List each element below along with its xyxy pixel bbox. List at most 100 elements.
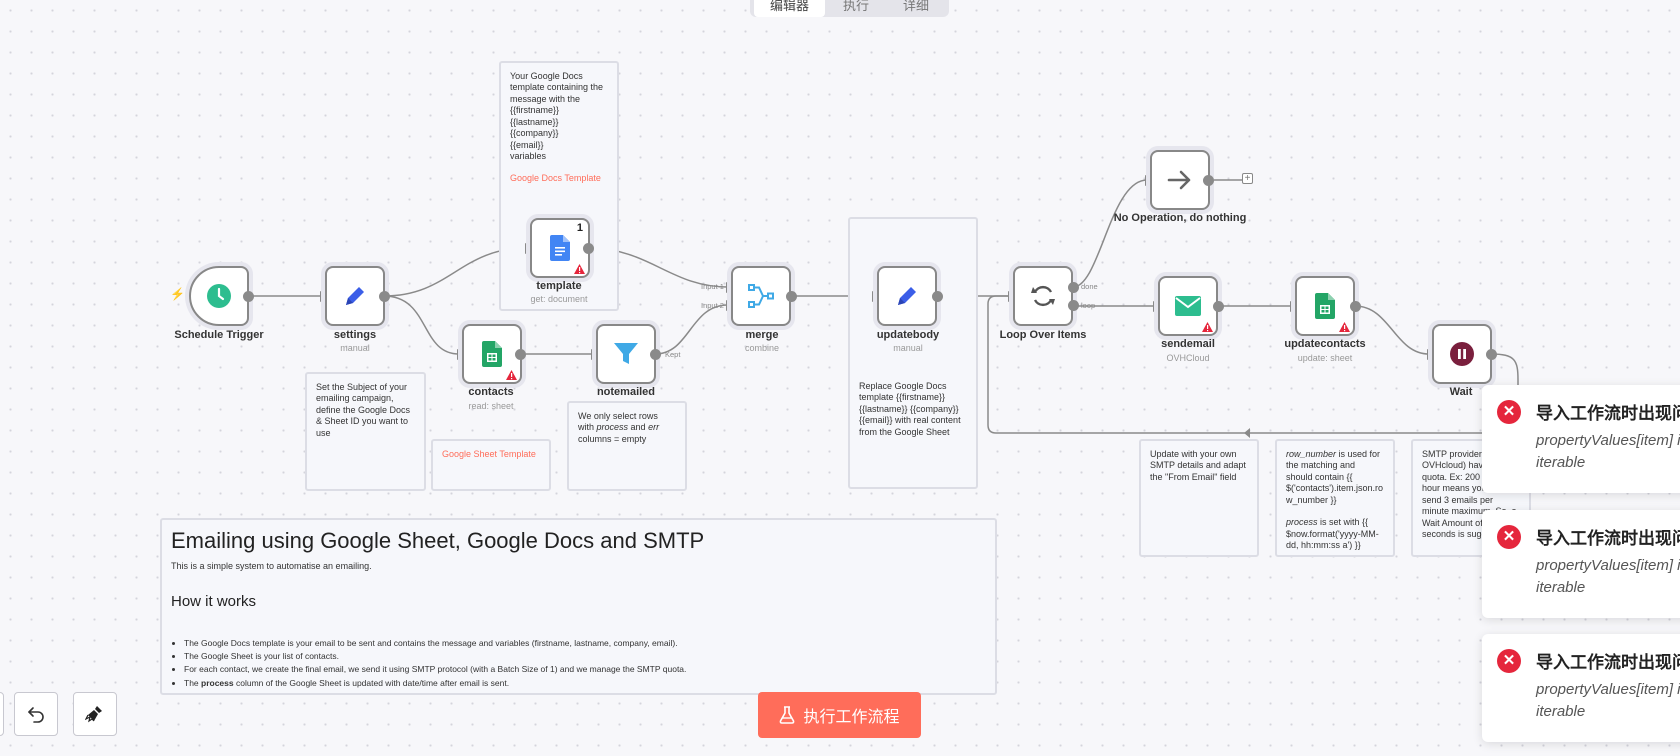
execution-count-badge: 1: [576, 222, 583, 234]
port-label-input1: Input 1: [701, 282, 724, 291]
warning-icon: [574, 264, 585, 274]
input-port[interactable]: [726, 300, 732, 311]
tab-details[interactable]: 详细: [903, 0, 930, 13]
node-merge[interactable]: [731, 266, 791, 326]
node-label: merge: [745, 329, 779, 341]
output-port[interactable]: [583, 243, 594, 254]
output-port[interactable]: [1350, 301, 1361, 312]
output-port[interactable]: [1486, 349, 1497, 360]
input-port[interactable]: [1145, 175, 1151, 186]
node-label: sendemail: [1161, 338, 1215, 350]
output-port-done[interactable]: [1068, 282, 1079, 293]
canvas-controls-edge[interactable]: [0, 692, 4, 736]
updatebody-note-text: Replace Google Docs template {{firstname…: [859, 381, 961, 437]
toast-message: propertyValues[item] is not iterable: [1536, 432, 1680, 471]
email-icon: [1175, 296, 1201, 316]
updatebody-note[interactable]: Replace Google Docs template {{firstname…: [848, 217, 978, 489]
pencil-icon: [898, 287, 916, 305]
port-label-done: done: [1081, 282, 1098, 291]
node-label: Loop Over Items: [999, 329, 1087, 341]
smtp-note[interactable]: Update with your own SMTP details and ad…: [1139, 439, 1259, 557]
node-subtitle: get: document: [530, 294, 588, 304]
output-port[interactable]: [515, 349, 526, 360]
note-title: Emailing using Google Sheet, Google Docs…: [171, 528, 705, 553]
tab-editor[interactable]: 编辑器: [754, 0, 826, 17]
input-port[interactable]: [525, 243, 531, 254]
node-contacts[interactable]: [462, 324, 522, 384]
node-subtitle: OVHCloud: [1166, 353, 1210, 363]
output-port-loop[interactable]: [1068, 300, 1079, 311]
undo-button[interactable]: [14, 692, 58, 736]
node-subtitle: manual: [893, 343, 923, 353]
error-icon: ✕: [1497, 525, 1521, 549]
sheet-template-note[interactable]: Google Sheet Template: [431, 439, 551, 491]
port-label-loop: loop: [1081, 301, 1096, 310]
output-port[interactable]: [243, 291, 254, 302]
node-settings[interactable]: [325, 266, 385, 326]
output-port[interactable]: [932, 291, 943, 302]
workflow-description-note[interactable]: Emailing using Google Sheet, Google Docs…: [160, 518, 997, 695]
toast-message: propertyValues[item] is not iterable: [1536, 681, 1680, 720]
input-port[interactable]: [320, 291, 326, 302]
error-toast[interactable]: ✕ 导入工作流时出现问题 propertyValues[item] is not…: [1482, 634, 1680, 742]
rownumber-note[interactable]: row_number is used for the matching and …: [1275, 439, 1395, 557]
output-port[interactable]: [786, 291, 797, 302]
input-port[interactable]: [726, 282, 732, 293]
settings-note-text: Set the Subject of your emailing campaig…: [316, 382, 411, 438]
warning-icon: [506, 370, 517, 380]
warning-icon: [1202, 322, 1213, 332]
node-updatebody[interactable]: [877, 266, 937, 326]
node-sendemail[interactable]: [1158, 276, 1218, 336]
node-wait[interactable]: [1432, 324, 1492, 384]
error-icon: ✕: [1497, 649, 1521, 673]
input-port[interactable]: [1427, 349, 1433, 360]
settings-note[interactable]: Set the Subject of your emailing campaig…: [305, 372, 426, 491]
port-label-kept: Kept: [665, 350, 681, 359]
error-toast[interactable]: ✕ 导入工作流时出现问题 propertyValues[item] is not…: [1482, 510, 1680, 618]
input-port[interactable]: [1153, 301, 1159, 312]
output-port[interactable]: [379, 291, 390, 302]
google-sheet-template-link[interactable]: Google Sheet Template: [442, 449, 536, 459]
notemailed-note[interactable]: We only select rows with process and err…: [567, 401, 687, 491]
node-no-operation[interactable]: [1150, 150, 1210, 210]
error-toast[interactable]: ✕ 导入工作流时出现问题 propertyValues[item] is not…: [1482, 385, 1680, 493]
node-notemailed[interactable]: [596, 324, 656, 384]
node-template[interactable]: 1: [530, 218, 590, 278]
input-port[interactable]: [591, 349, 597, 360]
input-port[interactable]: [1290, 301, 1296, 312]
execute-workflow-button[interactable]: 执行工作流程: [758, 692, 921, 738]
port-label-input2: Input 2: [701, 301, 724, 310]
template-note-line: {{lastname}}: [510, 116, 559, 127]
output-port[interactable]: [1203, 175, 1214, 186]
node-label: updatebody: [876, 329, 940, 341]
clock-icon: [207, 284, 231, 308]
input-port[interactable]: [457, 349, 463, 360]
quota-note-text: SMTP providers (like OVHcloud) have a qu…: [1422, 449, 1517, 539]
note-bullet: For each contact, we create the final em…: [184, 663, 986, 676]
input-port[interactable]: [1008, 291, 1014, 302]
notemailed-note-text: We only select rows with: [578, 411, 658, 433]
google-docs-icon: [550, 235, 570, 261]
edge-loop-noop: [1072, 179, 1148, 288]
google-docs-template-link[interactable]: Google Docs Template: [510, 173, 601, 184]
note-bullet: The Google Sheet is your list of contact…: [184, 650, 986, 663]
node-label: Schedule Trigger: [174, 329, 264, 341]
node-label: notemailed: [596, 386, 656, 398]
node-label: Wait: [1449, 386, 1473, 398]
node-schedule-trigger[interactable]: [189, 266, 249, 326]
input-port[interactable]: [872, 291, 878, 302]
node-updatecontacts[interactable]: [1295, 276, 1355, 336]
tab-executions[interactable]: 执行: [843, 0, 870, 13]
output-port-kept[interactable]: [650, 349, 661, 360]
filter-icon: [614, 343, 638, 364]
clear-execution-button[interactable]: [73, 692, 117, 736]
add-node-plus-icon[interactable]: +: [1242, 173, 1253, 184]
node-loop-over-items[interactable]: [1013, 266, 1073, 326]
node-label: contacts: [468, 386, 514, 398]
note-bullets: The Google Docs template is your email t…: [171, 637, 986, 690]
notemailed-note-field: process: [596, 422, 629, 433]
pause-icon: [1450, 342, 1474, 366]
loop-icon: [1031, 285, 1055, 307]
note-bullet-text: column of the Google Sheet is updated wi…: [233, 677, 510, 688]
output-port[interactable]: [1213, 301, 1224, 312]
